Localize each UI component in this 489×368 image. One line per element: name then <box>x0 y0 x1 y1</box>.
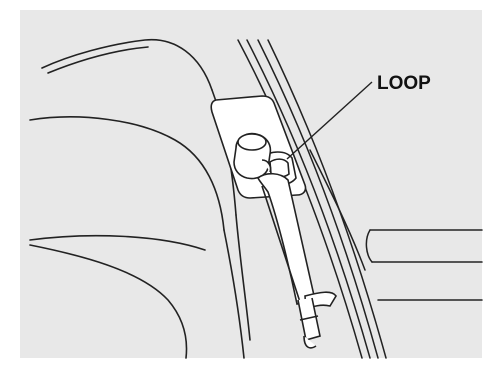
anchor-bolt <box>234 134 271 179</box>
callout-label: LOOP <box>377 73 431 94</box>
